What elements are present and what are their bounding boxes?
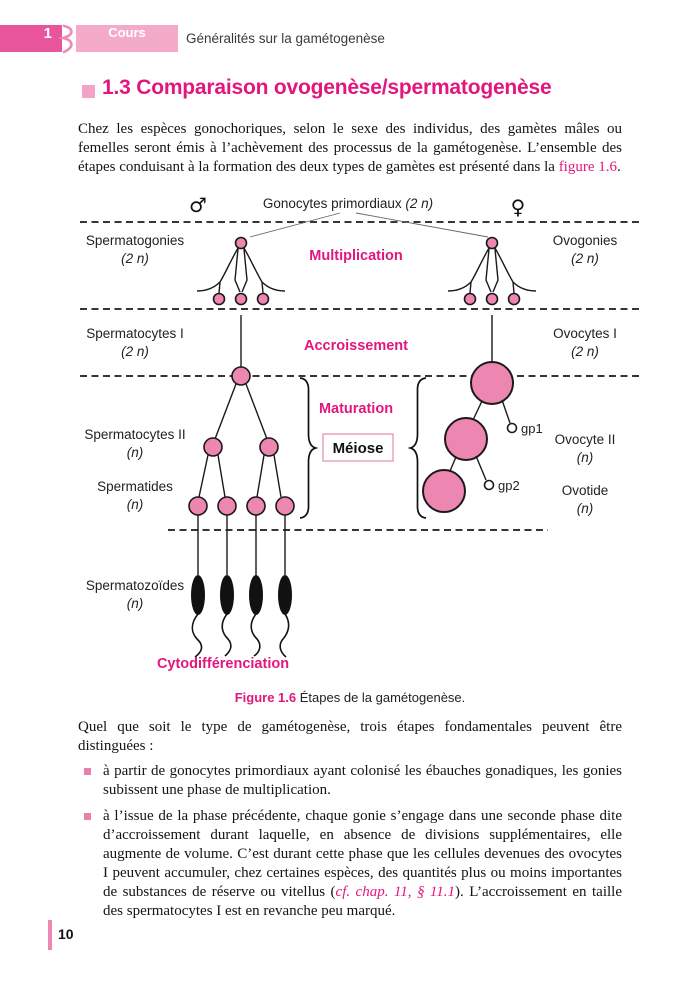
spermatogonia-cell xyxy=(212,292,226,306)
ovocytes-1-label: Ovocytes I xyxy=(553,326,617,341)
section-square-icon xyxy=(82,85,95,98)
bullet-1-text: à partir de gonocytes primordiaux ayant … xyxy=(103,763,622,798)
spermatocyte-meiosis-tree xyxy=(188,383,295,516)
spermatides-label: Spermatides xyxy=(97,479,173,494)
figure-reference-link[interactable]: figure 1.6 xyxy=(558,159,618,175)
male-symbol: ♂ xyxy=(189,193,207,217)
sperm-tail xyxy=(191,613,203,658)
spermatocyte-2-cell xyxy=(203,437,223,457)
svg-text:(2 n): (2 n) xyxy=(121,344,149,359)
course-tab-box xyxy=(76,25,178,52)
svg-text:(n): (n) xyxy=(577,450,594,465)
stage-maturation: Maturation xyxy=(319,401,393,417)
spermatogonies-tree xyxy=(196,236,286,306)
spermatogonies-label: Spermatogonies xyxy=(86,233,185,248)
figure-caption-number: Figure 1.6 xyxy=(234,690,297,705)
polar-body-gp1-cell xyxy=(506,422,518,434)
sperm-tail xyxy=(279,613,290,658)
gonocyte-branch-left xyxy=(249,212,341,238)
spermatogonia-cell xyxy=(234,236,248,250)
meiose-box xyxy=(322,433,394,462)
spermatogonia-cell xyxy=(234,292,248,306)
intro-paragraph: Chez les espèces gonochoriques, selon le… xyxy=(78,120,622,177)
meiosis-brace-left xyxy=(299,377,319,519)
ovogonia-cell xyxy=(507,292,521,306)
female-symbol: ♀ xyxy=(511,195,526,219)
ovocyte-meiosis-chain xyxy=(422,399,518,513)
sperm-head xyxy=(220,575,234,615)
page-number-bar xyxy=(48,920,52,950)
figure-caption: Figure 1.6 Étapes de la gamétogenèse. xyxy=(78,690,622,705)
svg-text:(2 n): (2 n) xyxy=(571,344,599,359)
spermatocyte-1-cell xyxy=(231,366,251,386)
spermatocyte-2-cell xyxy=(259,437,279,457)
body-paragraph: Quel que soit le type de gamétogenèse, t… xyxy=(78,719,622,754)
stage-accroissement: Accroissement xyxy=(304,338,408,354)
svg-text:(n): (n) xyxy=(577,501,594,516)
page-number: 10 xyxy=(58,926,74,942)
intro-text: Chez les espèces gonochoriques, selon le… xyxy=(78,121,622,175)
sperm-head xyxy=(278,575,292,615)
sperm-tail xyxy=(221,613,232,657)
chapter-number: 1 xyxy=(43,25,52,42)
spermatide-cell xyxy=(217,496,237,516)
list-item: à l’issue de la phase précédente, chaque… xyxy=(84,807,622,921)
gp1-label: gp1 xyxy=(521,421,543,436)
spermatocytes-1-label: Spermatocytes I xyxy=(86,326,184,341)
sperm-head xyxy=(249,575,263,615)
spermatide-cell xyxy=(188,496,208,516)
ovogonies-tree xyxy=(447,236,537,306)
gonocytes-label: Gonocytes primordiaux (2 n) xyxy=(263,196,433,211)
stage-meiose: Méiose xyxy=(333,440,384,457)
gametogenesis-diagram: ♂ ♀ Gonocytes primordiaux (2 n) xyxy=(80,193,641,672)
sperm-tail xyxy=(250,613,261,657)
spermatogonia-cell xyxy=(256,292,270,306)
stage-cytodifferenciation: Cytodifférenciation xyxy=(157,656,289,672)
header-squiggle-icon xyxy=(58,24,73,54)
spermatocytes-2-label: Spermatocytes II xyxy=(84,427,185,442)
svg-text:(2 n): (2 n) xyxy=(121,251,149,266)
figure-1-6-diagram: ♂ ♀ Gonocytes primordiaux (2 n) xyxy=(78,192,643,692)
figure-caption-text: Étapes de la gamétogenèse. xyxy=(296,690,466,705)
ovocyte-2-cell xyxy=(444,417,488,461)
ovogonia-cell xyxy=(485,236,499,250)
spermatide-cell xyxy=(275,496,295,516)
sperm-head xyxy=(191,575,205,615)
list-item: à partir de gonocytes primordiaux ayant … xyxy=(84,762,622,800)
chapter-number-box xyxy=(0,25,62,52)
ovotide-cell xyxy=(422,469,466,513)
gonocyte-branch-right xyxy=(355,212,489,238)
svg-text:(n): (n) xyxy=(127,445,144,460)
spermatozoides-label: Spermatozoïdes xyxy=(86,578,185,593)
bullet-list: à partir de gonocytes primordiaux ayant … xyxy=(84,762,622,928)
ovotide-label: Ovotide xyxy=(562,483,609,498)
chapter-title: Généralités sur la gamétogenèse xyxy=(186,31,385,46)
ovogonies-label: Ovogonies xyxy=(553,233,618,248)
meiosis-brace-right xyxy=(407,377,427,519)
ovocyte-1-cell xyxy=(470,361,514,405)
stage-multiplication: Multiplication xyxy=(309,248,402,264)
ovogonia-cell xyxy=(463,292,477,306)
ovogonia-cell xyxy=(485,292,499,306)
tab-cours[interactable]: Cours xyxy=(108,25,146,40)
bullet-square-icon xyxy=(84,768,91,775)
bullet-2-text-end: ). L’accroissement en taille des spermat… xyxy=(103,884,622,919)
section-title: 1.3 Comparaison ovogenèse/spermatogenèse xyxy=(102,76,552,99)
gp2-label: gp2 xyxy=(498,478,520,493)
spermatozoa-group xyxy=(191,515,292,658)
svg-text:(n): (n) xyxy=(127,497,144,512)
bullet-2-text: à l’issue de la phase précédente, chaque… xyxy=(103,808,622,900)
spermatide-cell xyxy=(246,496,266,516)
ovocyte-2-label: Ovocyte II xyxy=(555,432,616,447)
intro-text-end: . xyxy=(617,159,621,175)
svg-text:(2 n): (2 n) xyxy=(571,251,599,266)
polar-body-gp2-cell xyxy=(483,479,495,491)
bullet-square-icon xyxy=(84,813,91,820)
chapter-reference-link[interactable]: cf. chap. 11, § 11.1 xyxy=(335,884,456,900)
svg-text:(n): (n) xyxy=(127,596,144,611)
